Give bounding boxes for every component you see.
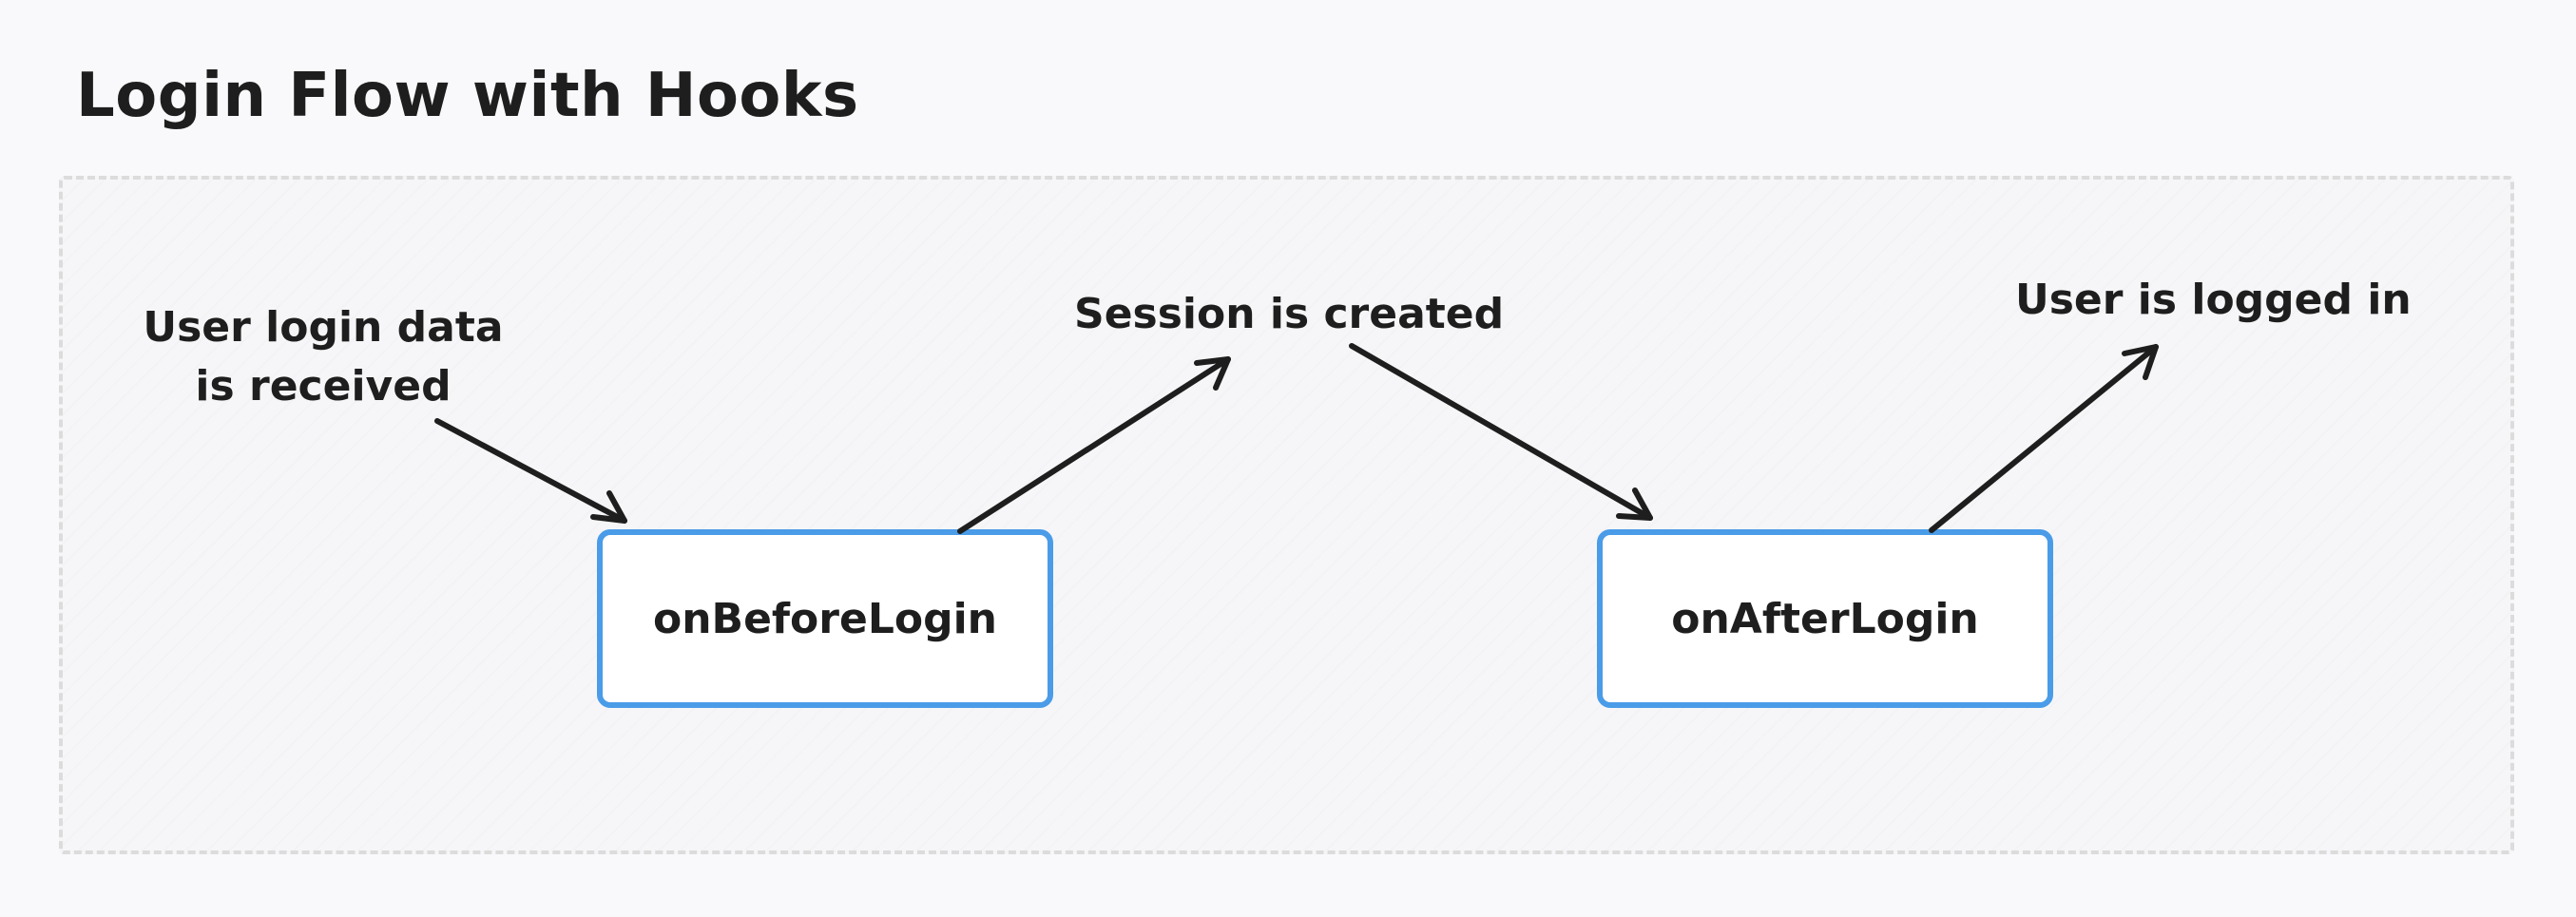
label-session-created: Session is created: [1074, 290, 1505, 338]
arrow-before-login-to-session: [957, 356, 1231, 534]
hook-on-after-login[interactable]: onAfterLogin: [1597, 529, 2053, 708]
diagram-frame: [59, 176, 2514, 854]
arrow-input-to-before-login: [434, 418, 627, 524]
hook-on-after-login-label: onAfterLogin: [1671, 594, 1979, 643]
arrow-session-to-after-login: [1349, 343, 1653, 521]
arrow-after-login-to-logged-in: [1929, 344, 2159, 533]
diagram-title: Login Flow with Hooks: [76, 61, 859, 131]
hook-on-before-login-label: onBeforeLogin: [652, 594, 997, 643]
hook-on-before-login[interactable]: onBeforeLogin: [597, 529, 1053, 708]
label-user-logged-in: User is logged in: [2015, 276, 2412, 324]
label-user-login-data: User login data is received: [143, 303, 504, 411]
